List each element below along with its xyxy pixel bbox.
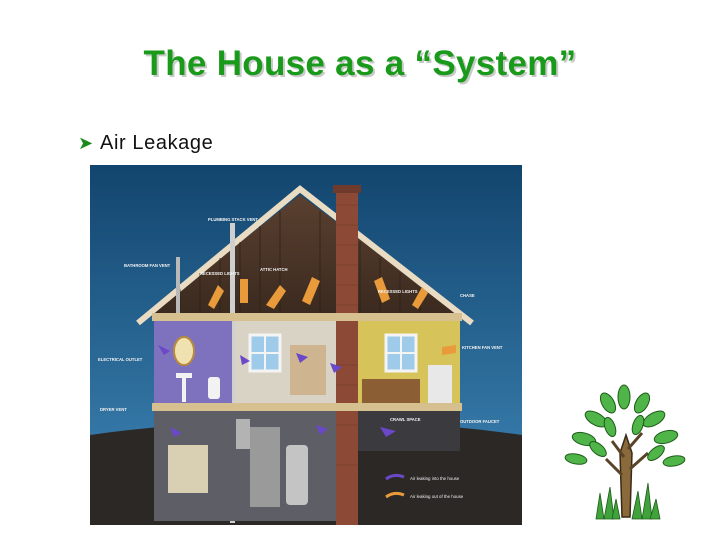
- label-plumbing-stack-vent: PLUMBING STACK VENT: [208, 217, 258, 222]
- label-crawl-space: CRAWL SPACE: [390, 417, 421, 422]
- chimney-cap: [333, 185, 361, 193]
- house-air-leakage-diagram: PLUMBING STACK VENT BATHROOM FAN VENT RE…: [90, 165, 522, 525]
- air-out-arrows: [208, 277, 456, 355]
- label-outdoor-faucet: OUTDOOR FAUCET: [460, 419, 500, 424]
- legend-out-text: Air leaking out of the house: [410, 494, 464, 499]
- grass: [595, 482, 661, 520]
- sink-pedestal: [182, 378, 186, 402]
- air-in-arrows: [158, 345, 396, 437]
- label-bathroom-fan-vent: BATHROOM FAN VENT: [124, 263, 171, 268]
- legend-in-text: Air leaking into the house: [410, 476, 460, 481]
- bathroom: [154, 321, 232, 405]
- bathroom-fan-pipe: [176, 257, 180, 317]
- crawl-space-area: [358, 411, 460, 451]
- legend-out-arrow: [385, 491, 405, 499]
- water-heater: [286, 445, 308, 505]
- tree-icon: [564, 384, 686, 520]
- label-dryer-vent: DRYER VENT: [100, 407, 127, 412]
- chimney: [336, 189, 358, 525]
- slide-title: The House as a “System”: [143, 44, 577, 83]
- kitchen-stove: [428, 365, 452, 405]
- label-electrical-outlet: ELECTRICAL OUTLET: [98, 357, 143, 362]
- toilet: [208, 377, 220, 399]
- doorway: [290, 345, 326, 395]
- roof-trim: [136, 185, 474, 326]
- label-recessed-lights-left: RECESSED LIGHTS: [200, 271, 240, 276]
- ceiling-beam: [152, 313, 462, 321]
- legend-in-arrow: [385, 473, 405, 481]
- bathroom-sink: [176, 373, 192, 378]
- kitchen-cabinets: [362, 379, 420, 405]
- tree-branches: [604, 432, 649, 477]
- bullet-item: ➤ Air Leakage: [78, 132, 213, 155]
- label-attic-hatch: ATTIC HATCH: [260, 267, 288, 272]
- floor-beam: [152, 403, 462, 411]
- label-kitchen-fan-vent: KITCHEN FAN VENT: [462, 345, 503, 350]
- tree-leaves: [564, 384, 686, 467]
- duct: [236, 419, 250, 449]
- chimney-bricks: [336, 204, 358, 466]
- plumbing-stack-pipe: [230, 223, 235, 523]
- furnace: [250, 427, 280, 507]
- label-chase: CHASE: [460, 293, 475, 298]
- label-recessed-lights-right: RECESSED LIGHTS: [378, 289, 418, 294]
- washer-dryer: [168, 445, 208, 493]
- arrow-bullet-icon: ➤: [78, 133, 94, 153]
- bathroom-mirror: [173, 336, 195, 366]
- bullet-text: Air Leakage: [100, 132, 214, 154]
